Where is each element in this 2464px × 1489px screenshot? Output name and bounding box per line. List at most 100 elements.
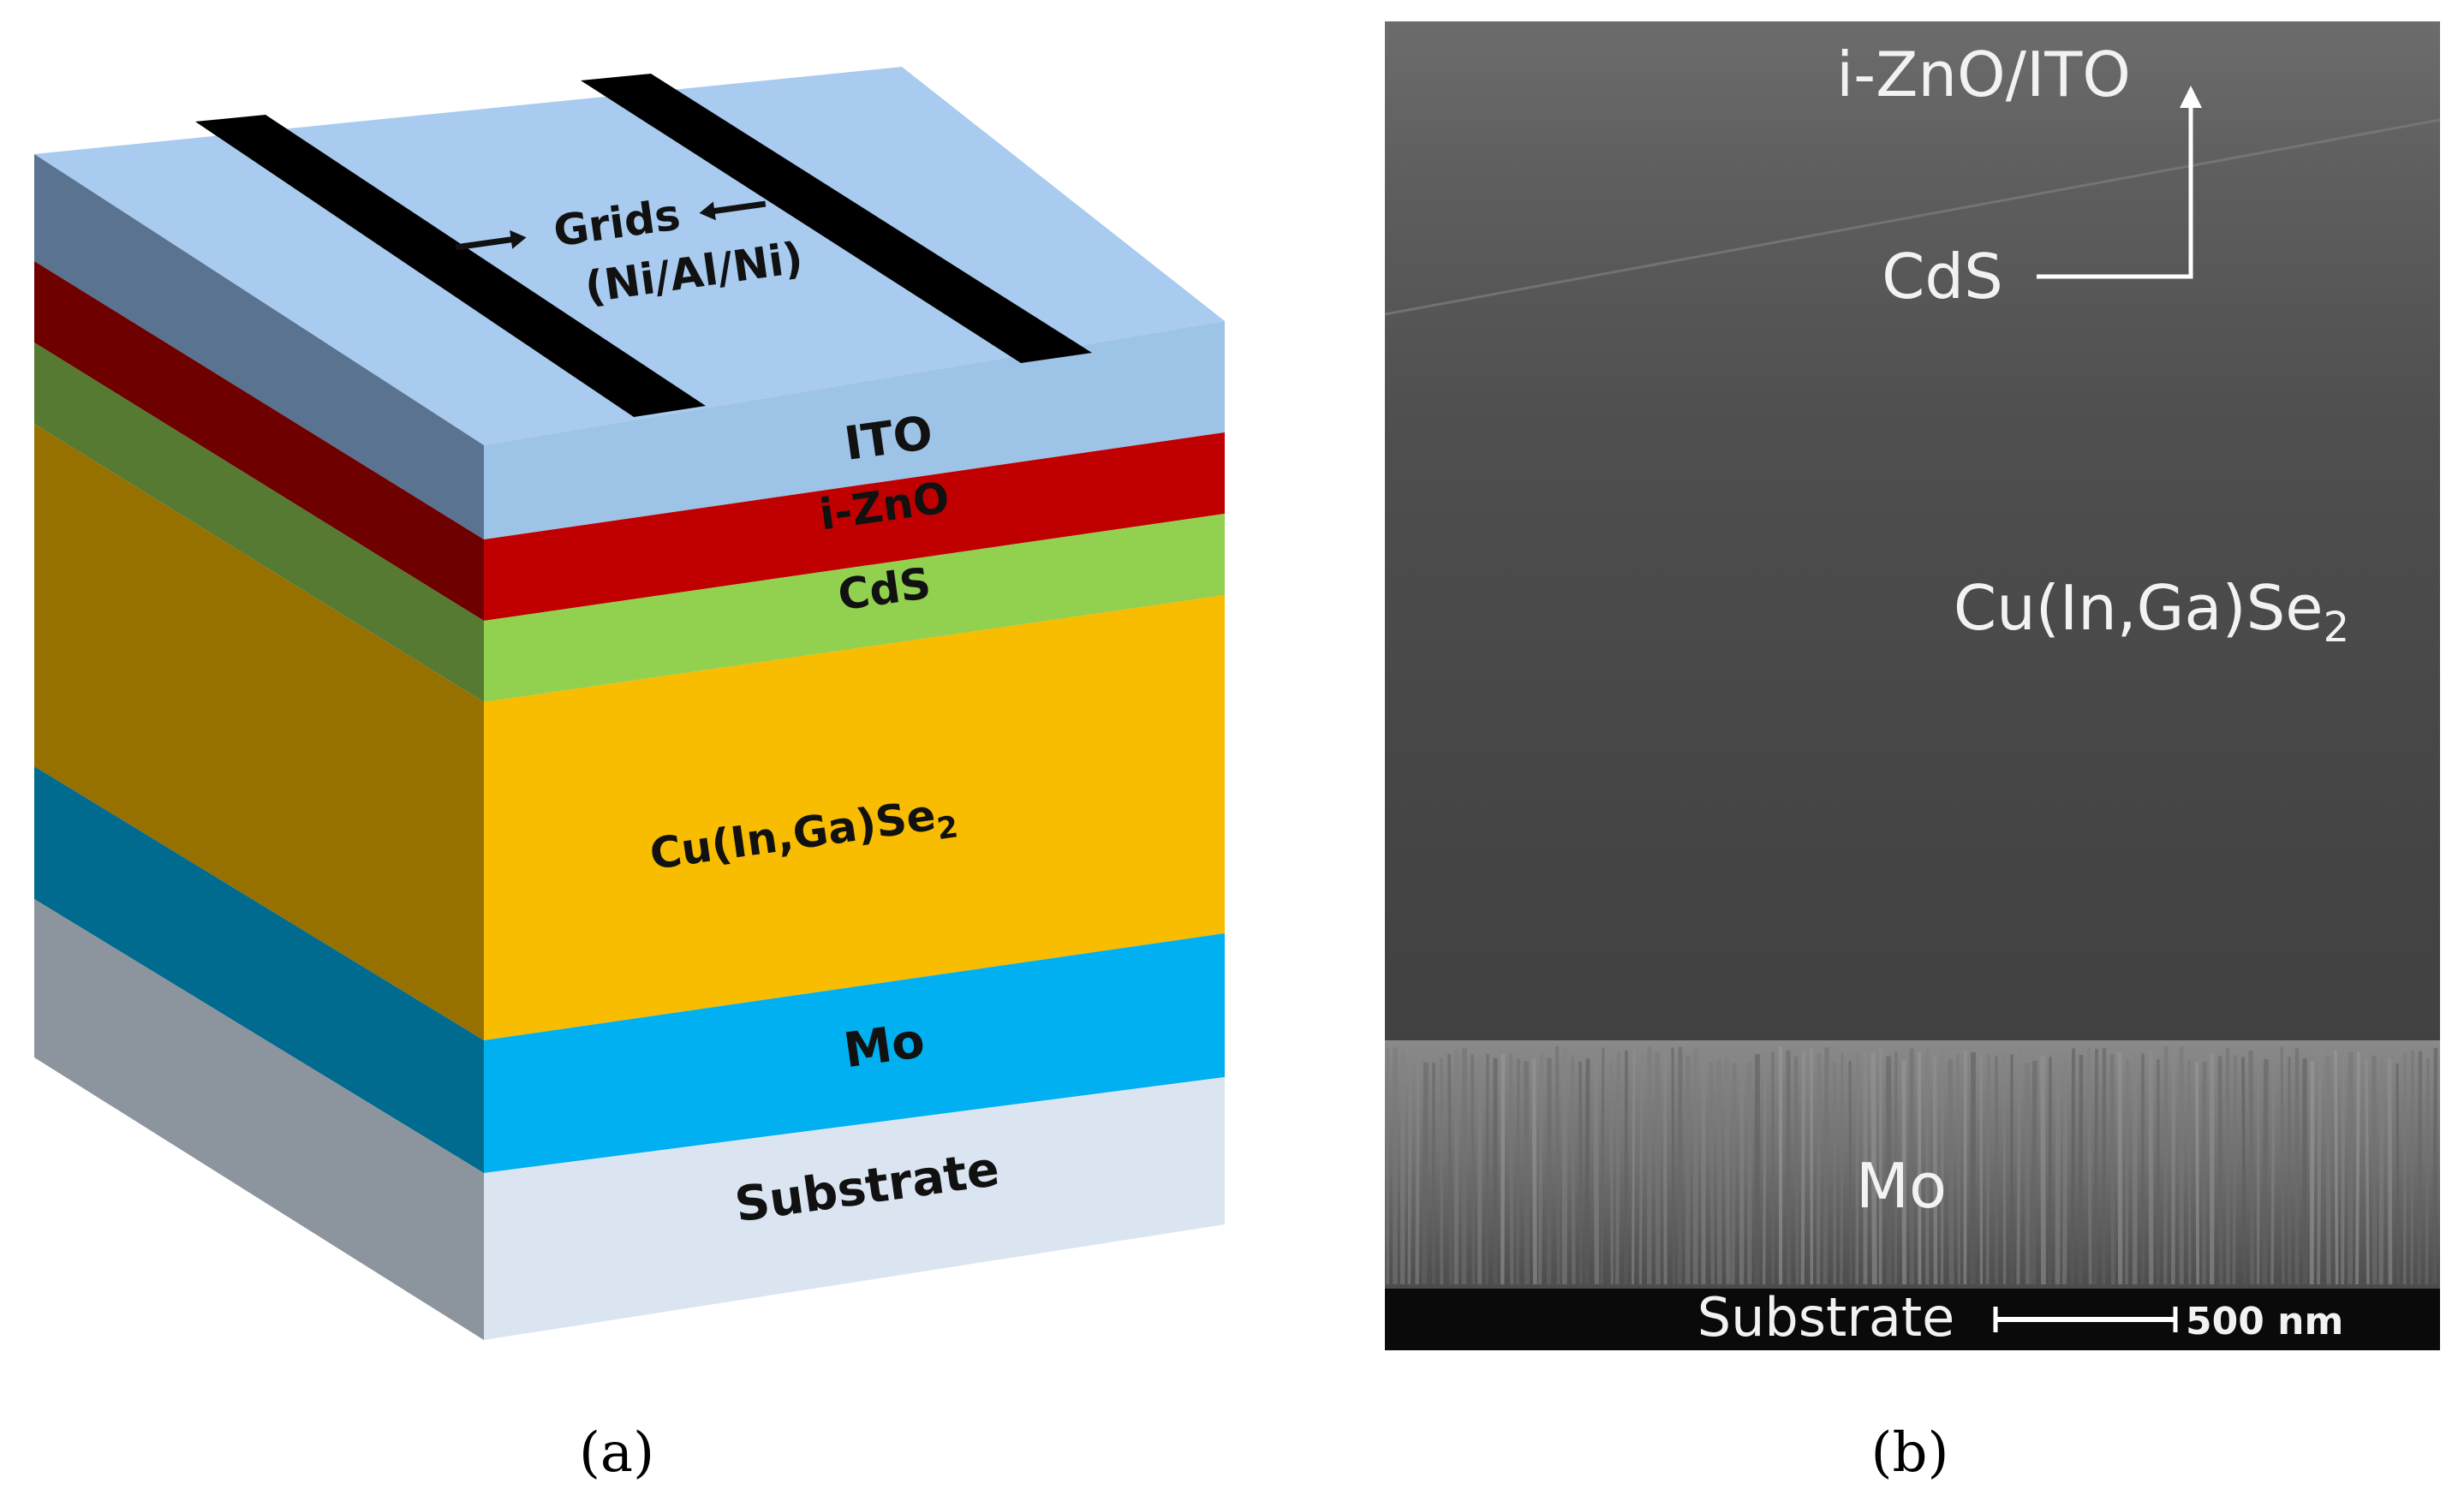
mo-grain <box>2195 1062 2200 1285</box>
sem-label-cigs-sub: 2 <box>2324 604 2350 652</box>
mo-grain <box>2334 1050 2339 1285</box>
mo-grain <box>2163 1045 2169 1285</box>
mo-grain <box>2102 1048 2107 1285</box>
mo-grain <box>1932 1055 1938 1285</box>
cds-pointer-arrow <box>2037 96 2193 279</box>
mo-grain <box>1793 1056 1799 1285</box>
mo-grain <box>2086 1047 2092 1285</box>
mo-grain <box>1840 1052 1844 1285</box>
side-face-1 <box>34 261 484 621</box>
mo-grain <box>1614 1051 1621 1285</box>
mo-grain <box>2078 1054 2084 1285</box>
mo-grain <box>2270 1046 2276 1285</box>
sem-label-mo: Mo <box>1856 1150 1947 1222</box>
mo-grain <box>1671 1047 1676 1285</box>
mo-grain <box>2355 1051 2360 1285</box>
mo-grain <box>1786 1050 1792 1285</box>
mo-grain <box>1485 1054 1489 1285</box>
front-face-3 <box>484 595 1225 1040</box>
mo-grain <box>1816 1053 1822 1285</box>
mo-grain <box>1655 1051 1661 1285</box>
mo-grain <box>2365 1059 2370 1285</box>
mo-grain <box>2055 1051 2061 1285</box>
cds-boundary-line <box>1384 118 2441 316</box>
side-face-4 <box>34 766 484 1173</box>
mo-grain <box>2372 1056 2377 1285</box>
mo-grain <box>1662 1051 1668 1285</box>
mo-grain <box>1823 1047 1829 1285</box>
sem-label-cigs-main: Cu(In,Ga)Se <box>1954 572 2324 644</box>
sem-label-cds: CdS <box>1882 241 2003 313</box>
side-face-3 <box>34 424 484 1040</box>
mo-grain <box>2048 1057 2052 1285</box>
mo-grain <box>2378 1060 2384 1285</box>
mo-grain <box>1724 1057 1731 1285</box>
mo-grain <box>2432 1047 2438 1285</box>
mo-grain <box>2348 1051 2354 1285</box>
grid-finger-left <box>195 115 706 417</box>
mo-grain <box>1985 1054 1990 1285</box>
mo-grain <box>1407 1054 1412 1285</box>
mo-grain <box>1632 1049 1636 1285</box>
front-faces <box>484 321 1225 1340</box>
side-face-5 <box>34 899 484 1340</box>
mo-grain <box>1848 1061 1852 1285</box>
caption-b: (b) <box>1871 1421 1949 1485</box>
mo-grain <box>2117 1052 2123 1285</box>
mo-grain <box>2262 1058 2269 1285</box>
side-face-0 <box>34 154 484 539</box>
mo-grain <box>1886 1056 1892 1285</box>
mo-grain <box>1762 1057 1767 1285</box>
mo-grain <box>1970 1051 1976 1285</box>
grid-finger-right <box>581 74 1092 363</box>
sem-label-substrate: Substrate <box>1697 1286 1955 1349</box>
mo-grain <box>1531 1058 1537 1285</box>
mo-grain <box>2325 1056 2331 1285</box>
scale-bar-label: 500 nm <box>2186 1300 2343 1343</box>
mo-grain <box>1578 1061 1584 1285</box>
sem-label-cigs: Cu(In,Ga)Se2 <box>1954 572 2349 652</box>
layer-label-0: ITO <box>841 405 936 471</box>
substrate-strip <box>1385 1289 2440 1350</box>
mo-grain <box>1638 1053 1644 1285</box>
mo-grain <box>2425 1057 2430 1285</box>
grid-arrow-right-head <box>699 201 716 221</box>
mo-grain <box>2016 1047 2021 1285</box>
mo-grain <box>2410 1050 2414 1285</box>
layer-label-4: Mo <box>840 1013 928 1079</box>
mo-grain <box>2187 1059 2192 1285</box>
mo-grain <box>1570 1056 1576 1285</box>
mo-columnar-texture <box>1386 1045 2438 1285</box>
sem-label-top: i-ZnO/ITO <box>1836 39 2131 110</box>
mo-grain <box>2025 1063 2031 1285</box>
mo-grain <box>2217 1056 2223 1285</box>
mo-grain <box>1500 1053 1506 1285</box>
mo-grain <box>2248 1050 2255 1285</box>
mo-grain <box>1508 1054 1514 1285</box>
mo-grain <box>1453 1049 1459 1285</box>
grid-arrow-right <box>705 200 767 216</box>
mo-grain <box>1855 1051 1859 1285</box>
mo-grain <box>1584 1058 1590 1285</box>
front-face-1 <box>484 432 1225 621</box>
mo-grain <box>1709 1061 1715 1285</box>
mo-grain <box>1415 1056 1421 1285</box>
mo-grain <box>1948 1059 1954 1285</box>
mo-grain <box>1800 1051 1806 1285</box>
front-face-0 <box>484 321 1225 539</box>
mo-grain <box>2395 1063 2400 1285</box>
mo-grain <box>1461 1047 1467 1285</box>
panel-b-sem-cross-section: i-ZnO/ITO CdS Cu(In,Ga)Se2 Mo Substrate … <box>1384 21 2441 1485</box>
side-face-2 <box>34 342 484 702</box>
mo-grain <box>2002 1054 2007 1285</box>
side-faces <box>34 154 484 1340</box>
mo-grain <box>2317 1048 2322 1285</box>
mo-grain <box>1524 1061 1530 1285</box>
mo-grain <box>2280 1046 2285 1285</box>
mo-grain <box>1956 1053 1961 1285</box>
mo-grain <box>1730 1063 1737 1285</box>
mo-grain <box>2241 1057 2246 1285</box>
